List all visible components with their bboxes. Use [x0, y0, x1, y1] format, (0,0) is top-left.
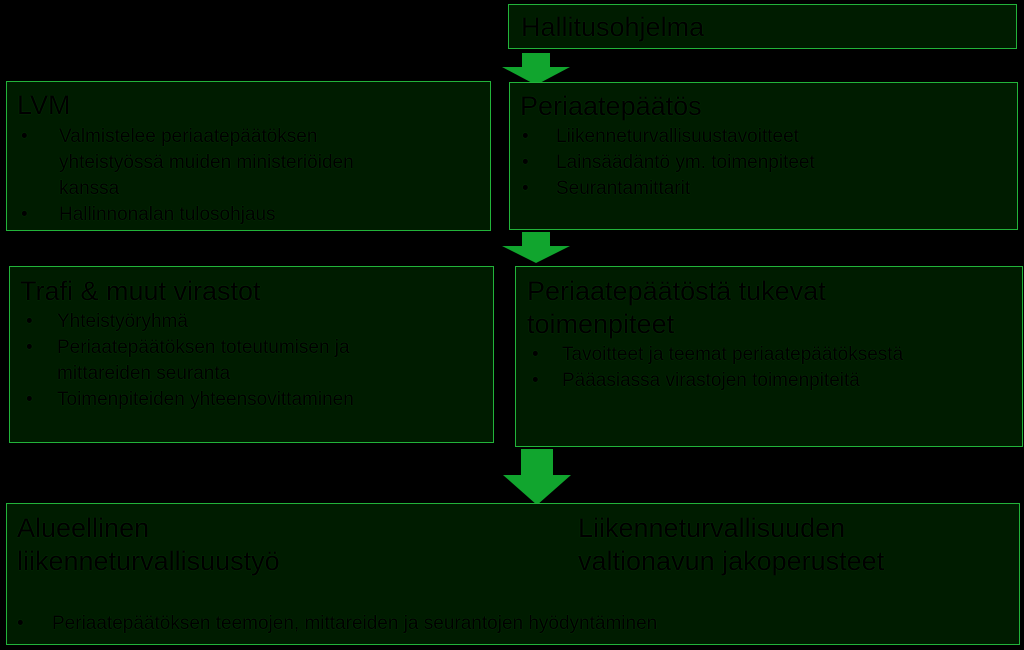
bottom-box: Alueellinen liikenneturvallisuustyö Liik… — [6, 503, 1020, 645]
list-item: •Lainsäädäntö ym. toimenpiteet — [522, 152, 815, 173]
lvm-bullets: •Valmistelee periaatepäätöksen yhteistyö… — [17, 124, 354, 228]
list-item: mittareiden seuranta — [57, 363, 231, 384]
tukevat-title-line2: toimenpiteet — [527, 309, 675, 339]
tukevat-box: Periaatepäätöstä tukevat toimenpiteet •T… — [515, 266, 1023, 447]
list-item: •Seurantamittarit — [522, 178, 691, 199]
valtionapu-title-line2: valtionavun jakoperusteet — [578, 546, 885, 576]
list-item: •Periaatepäätöksen toteutumisen ja — [26, 337, 350, 358]
trafi-box: Trafi & muut virastot •Yhteistyöryhmä •P… — [9, 266, 494, 443]
list-item: •Hallinnonalan tulosohjaus — [21, 204, 276, 225]
periaatepaatos-bullets: •Liikenneturvallisuustavoitteet •Lainsää… — [520, 124, 815, 202]
alueellinen-title-line2: liikenneturvallisuustyö — [17, 546, 280, 576]
list-item: •Pääasiassa virastojen toimenpiteitä — [532, 370, 860, 391]
valtionapu-title-line1: Liikenneturvallisuuden — [578, 513, 846, 543]
list-item: yhteistyössä muiden ministeriöiden — [59, 152, 354, 173]
tukevat-bullets: •Tavoitteet ja teemat periaatepäätöksest… — [528, 342, 903, 394]
periaatepaatos-title: Periaatepäätös — [520, 91, 702, 121]
list-item: •Tavoitteet ja teemat periaatepäätöksest… — [532, 344, 904, 365]
hallitusohjelma-title: Hallitusohjelma — [521, 12, 705, 42]
lvm-title: LVM — [17, 90, 71, 120]
trafi-title: Trafi & muut virastot — [20, 276, 261, 306]
bottom-bullets: •Periaatepäätöksen teemojen, mittareiden… — [15, 611, 657, 637]
periaatepaatos-box: Periaatepäätös •Liikenneturvallisuustavo… — [509, 82, 1018, 230]
list-item: •Periaatepäätöksen teemojen, mittareiden… — [17, 613, 658, 634]
list-item: •Yhteistyöryhmä — [26, 311, 188, 332]
lvm-box: LVM •Valmistelee periaatepäätöksen yhtei… — [6, 81, 491, 231]
list-item: kanssa — [59, 178, 120, 199]
tukevat-title-line1: Periaatepäätöstä tukevat — [527, 276, 826, 306]
list-item: •Liikenneturvallisuustavoitteet — [522, 126, 799, 147]
trafi-bullets: •Yhteistyöryhmä •Periaatepäätöksen toteu… — [20, 309, 354, 413]
hallitusohjelma-box: Hallitusohjelma — [508, 4, 1017, 49]
alueellinen-title-line1: Alueellinen — [17, 513, 150, 543]
list-item: •Valmistelee periaatepäätöksen — [21, 126, 318, 147]
list-item: •Toimenpiteiden yhteensovittaminen — [26, 389, 354, 410]
